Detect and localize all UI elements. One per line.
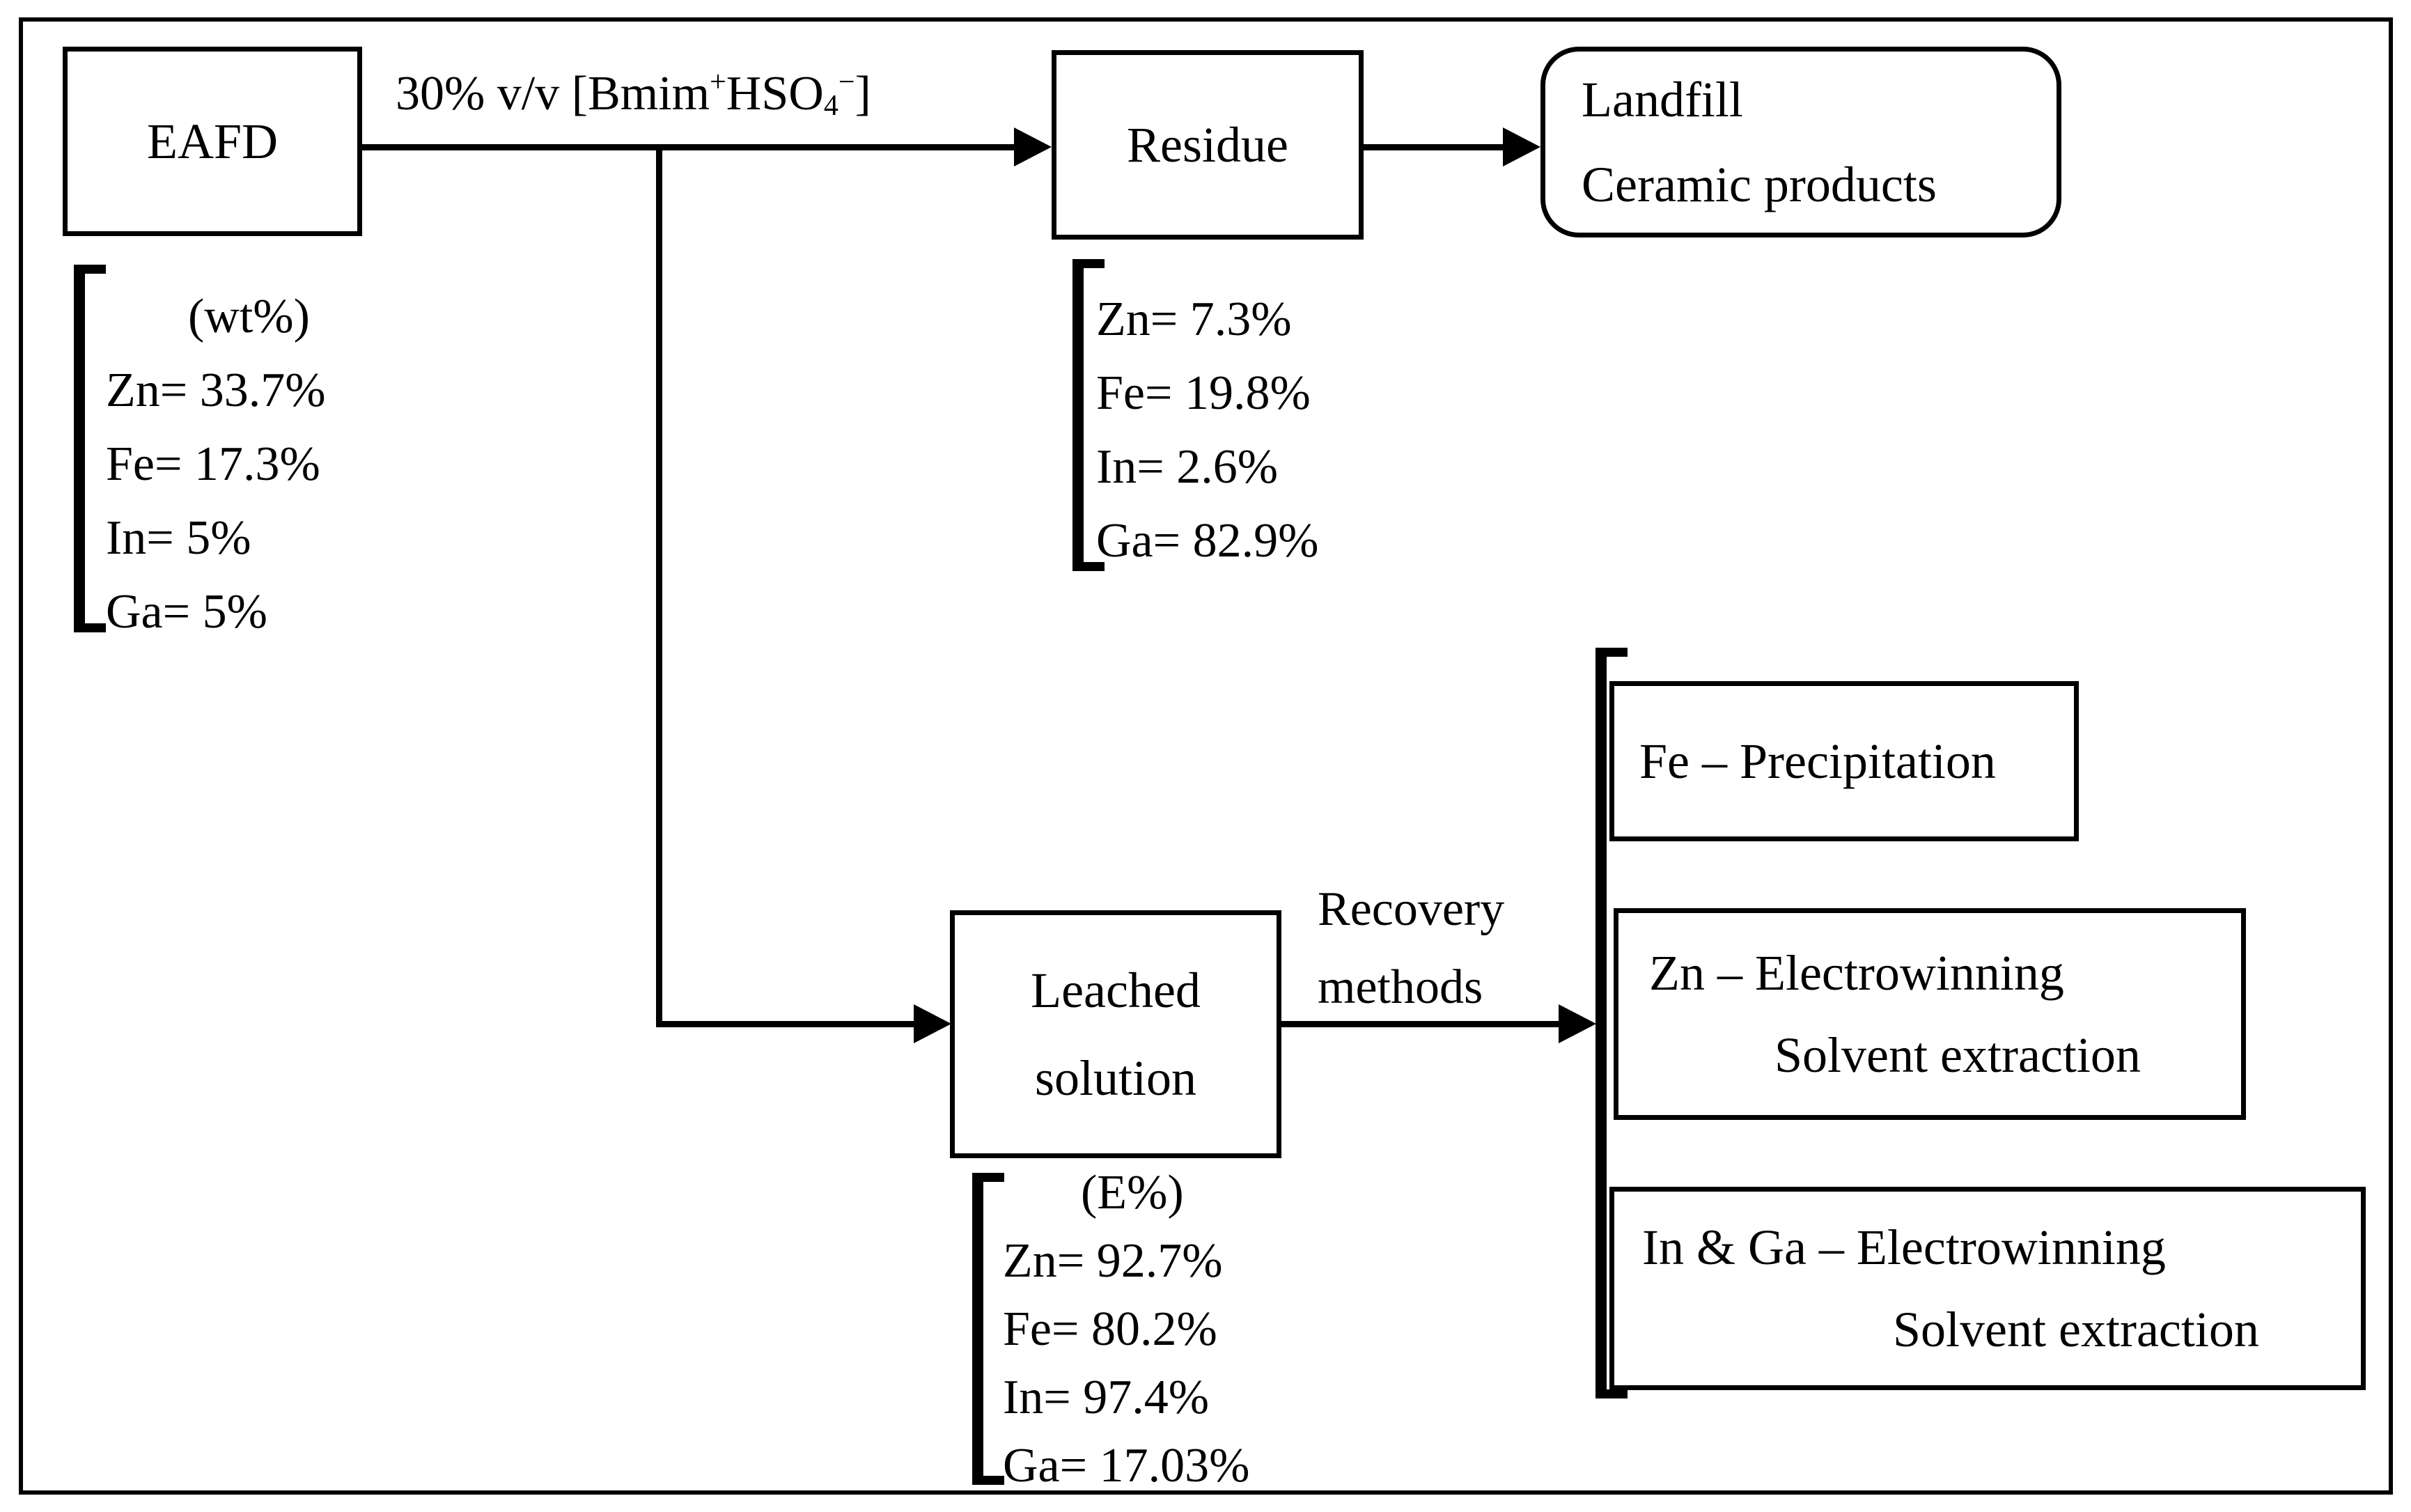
zn-method-box: Zn – Electrowinning Solvent extraction: [1614, 908, 2246, 1120]
leached-composition-list: (E%) Zn= 92.7% Fe= 80.2% In= 97.4% Ga= 1…: [1003, 1159, 1249, 1500]
in-ga-method-line2: Solvent extraction: [1893, 1302, 2259, 1357]
branch-line-down: [656, 144, 662, 1027]
in-ga-method-line1: In & Ga – Electrowinning: [1642, 1219, 2166, 1275]
arrow-leached-to-methods: [1281, 1021, 1560, 1027]
residue-label: Residue: [1127, 116, 1288, 173]
residue-composition-in: In= 2.6%: [1096, 440, 1279, 494]
leached-solution-box: Leached solution: [950, 910, 1281, 1158]
leached-composition-header: (E%): [1081, 1166, 1184, 1219]
leachant-label: 30% v/v [Bmim+HSO4−]: [396, 65, 871, 123]
recovery-label-line2: methods: [1318, 960, 1483, 1014]
leachant-subscript-four: 4: [823, 90, 838, 122]
leached-composition-zn: Zn= 92.7%: [1003, 1234, 1223, 1288]
leached-composition-ga: Ga= 17.03%: [1003, 1439, 1250, 1492]
arrowhead-branch-to-leached: [914, 1004, 951, 1043]
leachant-text-pre: 30% v/v [Bmim: [396, 67, 710, 120]
recovery-methods-label: Recovery methods: [1318, 871, 1504, 1027]
leachant-text-post: ]: [855, 67, 871, 120]
arrow-eafd-to-residue: [357, 144, 1017, 150]
eafd-composition-list: (wt%) Zn= 33.7% Fe= 17.3% In= 5% Ga= 5%: [106, 280, 326, 649]
fe-method-box: Fe – Precipitation: [1609, 681, 2079, 841]
residue-composition-fe: Fe= 19.8%: [1096, 366, 1311, 420]
eafd-composition-zn: Zn= 33.7%: [106, 364, 326, 417]
arrow-branch-to-leached: [656, 1021, 915, 1027]
recovery-methods-bracket: [1595, 648, 1628, 1398]
zn-method-line1: Zn – Electrowinning: [1649, 945, 2064, 1001]
leached-composition-bracket: [972, 1173, 1004, 1485]
in-ga-method-box: In & Ga – Electrowinning Solvent extract…: [1609, 1187, 2366, 1390]
arrowhead-eafd-to-residue: [1014, 127, 1052, 166]
arrow-residue-to-landfill: [1364, 144, 1506, 150]
eafd-composition-fe: Fe= 17.3%: [106, 437, 320, 491]
leached-composition-fe: Fe= 80.2%: [1003, 1302, 1217, 1356]
recovery-label-line1: Recovery: [1318, 882, 1505, 936]
eafd-composition-ga: Ga= 5%: [106, 585, 267, 639]
leached-line2: solution: [1034, 1050, 1197, 1106]
arrowhead-leached-to-methods: [1559, 1004, 1596, 1043]
zn-method-line2: Solvent extraction: [1774, 1027, 2141, 1083]
residue-composition-zn: Zn= 7.3%: [1096, 293, 1292, 346]
leached-line1: Leached: [1031, 962, 1201, 1018]
landfill-box: Landfill Ceramic products: [1540, 47, 2061, 237]
landfill-line1: Landfill: [1582, 72, 1743, 127]
eafd-composition-bracket: [74, 265, 106, 632]
residue-composition-ga: Ga= 82.9%: [1096, 514, 1319, 568]
eafd-label: EAFD: [146, 113, 278, 169]
residue-composition-list: Zn= 7.3% Fe= 19.8% In= 2.6% Ga= 82.9%: [1096, 283, 1318, 578]
residue-composition-bracket: [1072, 259, 1105, 571]
landfill-line2: Ceramic products: [1582, 157, 1937, 212]
leachant-superscript-minus: −: [838, 66, 855, 98]
leached-composition-in: In= 97.4%: [1003, 1371, 1210, 1424]
leachant-superscript-plus: +: [710, 66, 726, 98]
eafd-box: EAFD: [63, 47, 362, 236]
residue-box: Residue: [1052, 50, 1364, 240]
figure-border: [19, 17, 2393, 1495]
eafd-composition-header: (wt%): [188, 290, 310, 343]
eafd-composition-in: In= 5%: [106, 511, 251, 565]
leachant-text-mid: HSO: [726, 67, 824, 120]
arrowhead-residue-to-landfill: [1503, 127, 1540, 166]
fe-method-line1: Fe – Precipitation: [1639, 733, 1996, 789]
